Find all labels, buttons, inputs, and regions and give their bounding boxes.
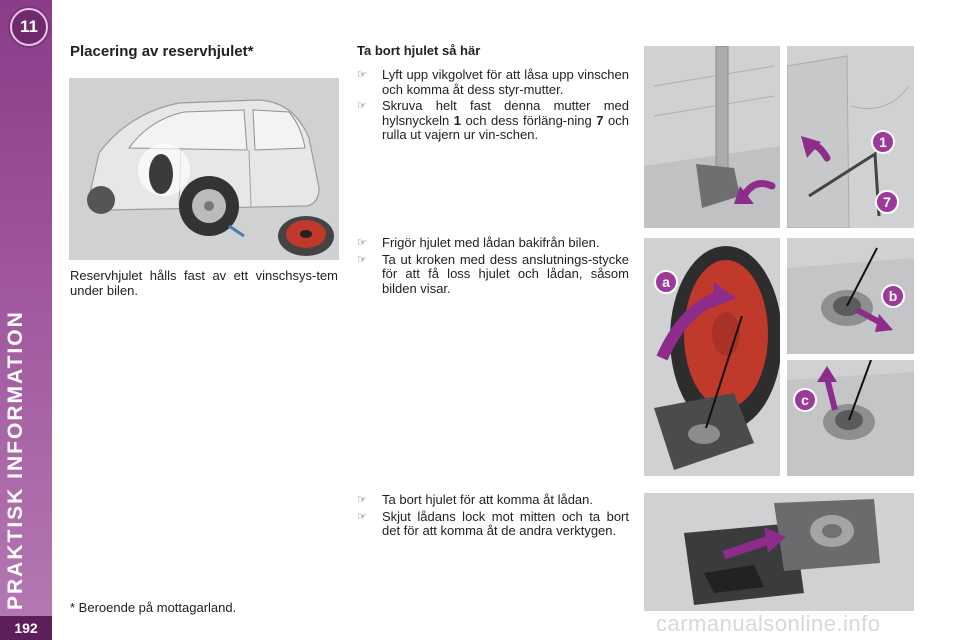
hand-pointer-icon: ☞ <box>357 69 367 81</box>
procedure-heading: Ta bort hjulet så här <box>357 43 481 58</box>
callout-7: 7 <box>883 194 891 210</box>
callout-a: a <box>662 274 670 290</box>
illustration-tool-box <box>644 493 914 611</box>
step-list-2: ☞Frigör hjulet med lådan bakifrån bilen.… <box>357 235 629 298</box>
step-item: ☞Lyft upp vikgolvet för att låsa upp vin… <box>357 67 629 97</box>
illustration-wheel-hook: a <box>644 238 782 476</box>
footnote: * Beroende på mottagarland. <box>70 600 237 615</box>
step-item: ☞Skruva helt fast denna mutter med hylsn… <box>357 98 629 142</box>
callout-c: c <box>801 392 809 408</box>
hand-pointer-icon: ☞ <box>357 253 367 266</box>
chapter-badge: 11 <box>10 8 48 46</box>
car-illustration <box>69 78 339 260</box>
illustration-floor-crank <box>644 45 780 228</box>
step-item: ☞Ta bort hjulet för att komma åt lådan. <box>357 492 593 507</box>
hand-pointer-icon: ☞ <box>357 494 367 506</box>
chapter-sidebar: 11 PRAKTISK INFORMATION <box>0 0 52 640</box>
step-item: ☞Frigör hjulet med lådan bakifrån bilen. <box>357 235 600 250</box>
hand-pointer-icon: ☞ <box>357 510 367 523</box>
hand-pointer-icon: ☞ <box>357 237 367 249</box>
step-list-1: ☞Lyft upp vikgolvet för att låsa upp vin… <box>357 67 629 145</box>
hand-pointer-icon: ☞ <box>357 100 367 112</box>
step-item: ☞Ta ut kroken med dess anslutnings-styck… <box>357 251 629 296</box>
callout-b: b <box>889 288 898 304</box>
step-item: ☞Skjut lådans lock mot mitten och ta bor… <box>357 508 629 538</box>
illustration-hook-b: b <box>787 238 914 354</box>
callout-1: 1 <box>879 134 887 150</box>
page-number: 192 <box>0 616 52 640</box>
illustration-hook-c: c <box>787 359 914 476</box>
illustration-tools-1-7: 1 7 <box>786 46 914 229</box>
step-list-3: ☞Ta bort hjulet för att komma åt lådan. … <box>357 492 629 541</box>
watermark: carmanualsonline.info <box>656 611 881 636</box>
image-caption: Reservhjulet hålls fast av ett vinschsys… <box>70 268 338 298</box>
page-heading: Placering av reservhjulet* <box>70 43 254 60</box>
chapter-number: 11 <box>20 17 38 36</box>
section-title: PRAKTISK INFORMATION <box>4 310 27 610</box>
